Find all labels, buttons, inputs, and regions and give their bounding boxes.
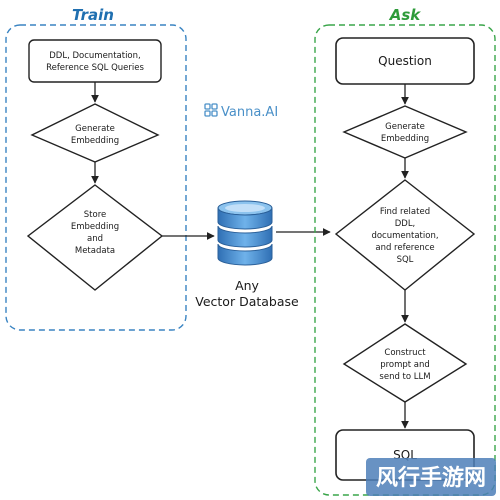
brand-name: Vanna.AI <box>221 105 278 120</box>
construct-line2: prompt and <box>380 360 430 370</box>
find-line1: Find related <box>380 207 430 217</box>
grid-logo-icon <box>204 103 218 117</box>
store-line2: Embedding <box>71 222 119 232</box>
store-line4: Metadata <box>75 246 115 256</box>
ddl-docs-line1: DDL, Documentation, <box>49 51 140 61</box>
ask-section: Ask Question Generate Embedding Find rel… <box>314 6 496 496</box>
ask-title: Ask <box>389 6 422 24</box>
find-line2: DDL, <box>395 219 416 229</box>
store-line1: Store <box>84 210 106 220</box>
question-label: Question <box>378 54 432 68</box>
store-line3: and <box>87 234 103 244</box>
find-line5: SQL <box>397 255 414 265</box>
database-icon <box>217 200 273 266</box>
ask-generate-line2: Embedding <box>381 134 429 144</box>
train-generate-line1: Generate <box>75 124 115 134</box>
train-title: Train <box>72 6 114 24</box>
database-label-line2: Vector Database <box>195 294 299 309</box>
ddl-docs-box <box>28 39 162 83</box>
ask-generate-line1: Generate <box>385 122 425 132</box>
find-line4: and reference <box>375 243 434 253</box>
find-line3: documentation, <box>371 231 438 241</box>
train-section: Train DDL, Documentation, Reference SQL … <box>5 6 187 331</box>
ddl-docs-line2: Reference SQL Queries <box>46 63 144 73</box>
train-frame <box>5 24 187 331</box>
construct-line3: send to LLM <box>379 372 430 382</box>
store-embedding-diamond <box>26 184 164 291</box>
construct-line1: Construct <box>384 348 426 358</box>
database-label-line1: Any <box>235 278 259 293</box>
watermark: 风行手游网 <box>366 458 496 496</box>
watermark-text: 风行手游网 <box>376 465 486 491</box>
generate-embedding-diamond-ask <box>342 105 468 159</box>
brand: Vanna.AI <box>204 103 278 120</box>
train-generate-line2: Embedding <box>71 136 119 146</box>
